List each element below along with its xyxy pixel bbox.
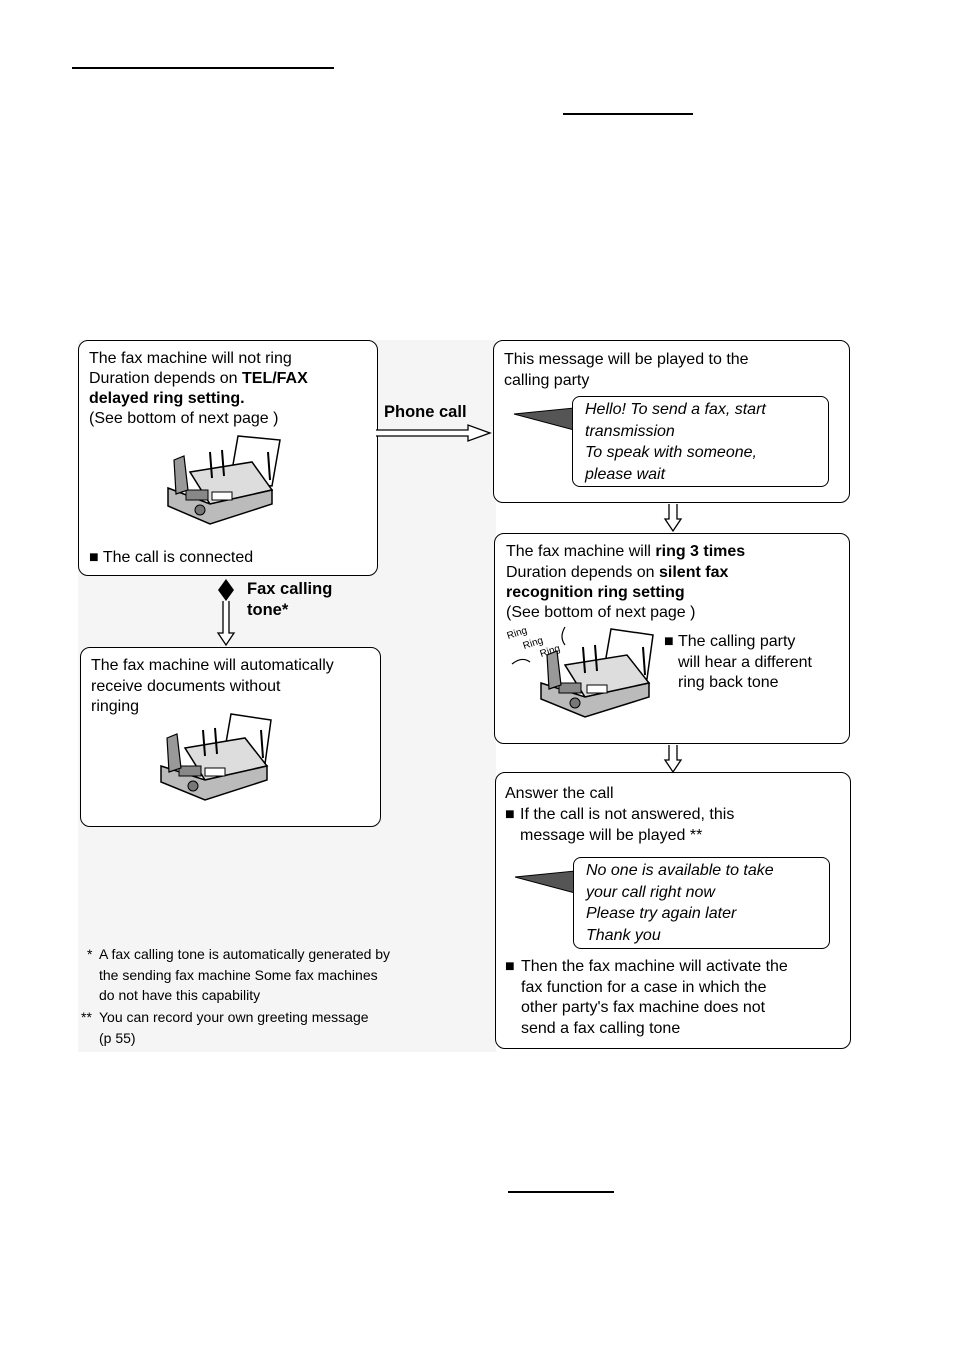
- right-bottom-bullet1: If the call is not answered, this messag…: [520, 806, 735, 844]
- left-top-status: ■ The call is connected: [89, 549, 254, 566]
- right-middle-line2: Duration depends on silent fax: [506, 563, 728, 584]
- right-middle-bullet: The calling party will hear a different …: [678, 633, 812, 691]
- fax-machine-icon: [540, 626, 654, 718]
- footnote-1: A fax calling tone is automatically gene…: [99, 946, 391, 1003]
- arrow-down-icon: [663, 504, 683, 533]
- speaker-icon: [513, 407, 575, 431]
- header-rule: [72, 67, 334, 69]
- header-rule-small: [563, 113, 693, 115]
- footnote-mark-2: **: [81, 1009, 92, 1025]
- right-middle-line1-text: The fax machine will: [506, 543, 656, 560]
- sound-wave-icon: [511, 658, 531, 665]
- unavailable-bubble: No one is available to take your call ri…: [573, 857, 830, 949]
- call-connected-text: The call is connected: [102, 549, 254, 566]
- right-bottom-bullet2: Then the fax machine will activate the f…: [521, 958, 788, 1037]
- left-top-line4: (See bottom of next page ): [89, 410, 279, 427]
- footnote-2: You can record your own greeting message…: [99, 1009, 369, 1046]
- right-bottom-bullet1-mark: ■: [505, 806, 515, 823]
- right-middle-line4: (See bottom of next page ): [506, 604, 696, 621]
- arrow-right-icon: [376, 424, 492, 442]
- left-top-line2-text: Duration depends on: [89, 370, 242, 387]
- right-middle-line2-text: Duration depends on: [506, 564, 659, 581]
- tel-fax-label: TEL/FAX: [242, 370, 308, 387]
- left-top-line2: Duration depends on TEL/FAX: [89, 369, 308, 390]
- left-top-line3: delayed ring setting.: [89, 390, 245, 407]
- ring-3-times-label: ring 3 times: [655, 543, 746, 560]
- right-top-text: This message will be played to the calli…: [504, 351, 749, 389]
- fax-tone-label: Fax calling tone*: [247, 580, 333, 619]
- fax-machine-icon: [160, 713, 272, 801]
- left-bottom-text: The fax machine will automatically recei…: [91, 657, 334, 715]
- speaker-icon: [514, 870, 576, 894]
- right-middle-bullet-mark: ■: [664, 633, 674, 650]
- box-fax-no-ring: [78, 340, 378, 576]
- arrow-down-icon: [663, 745, 683, 774]
- footer-rule: [508, 1191, 614, 1193]
- box-ring-3-times: [494, 533, 850, 744]
- footnote-mark-1: *: [87, 946, 93, 962]
- left-top-line1: The fax machine will not ring: [89, 350, 292, 367]
- greeting-bubble: Hello! To send a fax, start transmission…: [572, 396, 829, 487]
- phone-call-label: Phone call: [384, 403, 467, 421]
- silent-fax-label: silent fax: [659, 564, 729, 581]
- answer-heading: Answer the call: [505, 785, 614, 802]
- right-middle-line1: The fax machine will ring 3 times: [506, 542, 745, 563]
- right-bottom-bullet2-mark: ■: [505, 958, 515, 975]
- diamond-icon: [216, 579, 236, 647]
- right-middle-line3: recognition ring setting: [506, 584, 685, 601]
- fax-machine-icon: [167, 435, 281, 525]
